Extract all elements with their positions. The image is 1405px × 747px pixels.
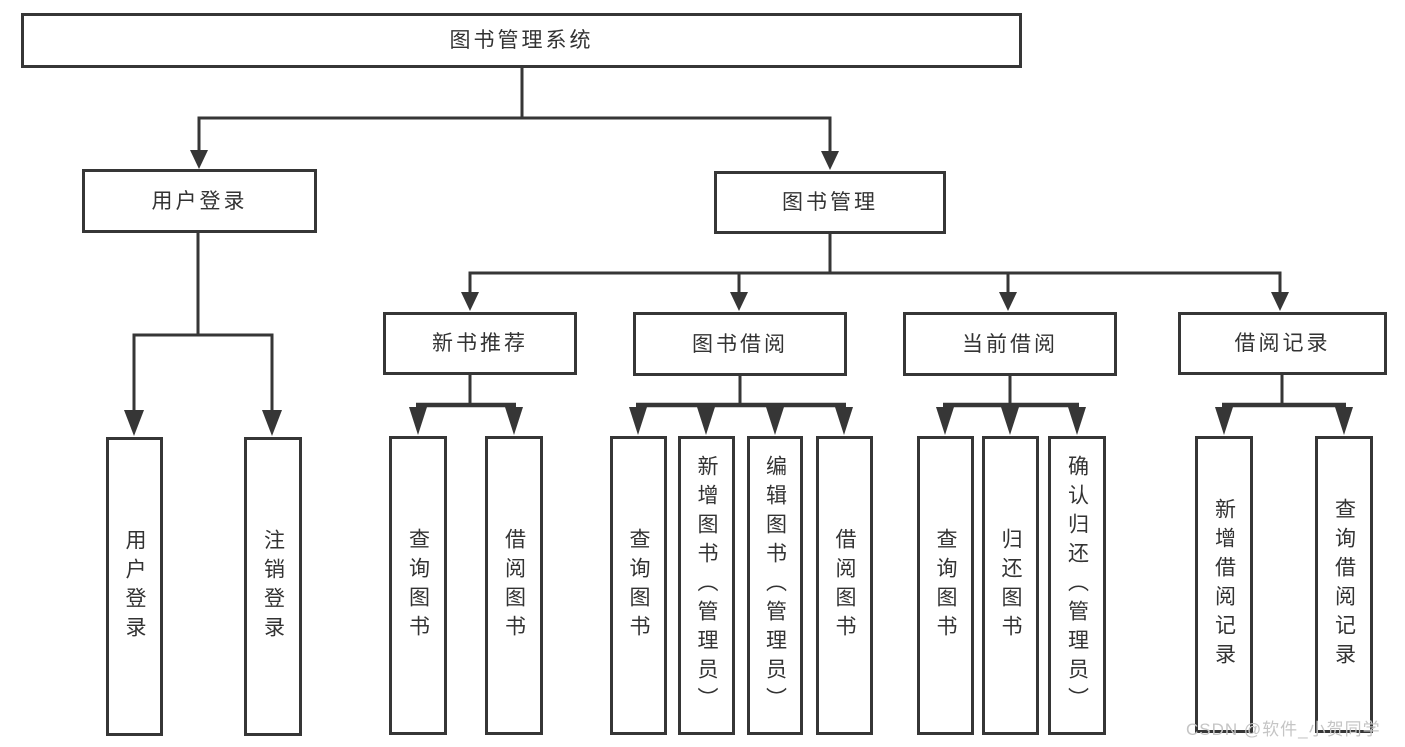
node-book-management-label: 图书管理	[782, 191, 878, 214]
arrowhead	[1335, 407, 1353, 435]
leaf-user-login: 用户登录	[106, 437, 163, 736]
leaf-add-borrow-record: 新增借阅记录	[1195, 436, 1253, 733]
leaf-borrow-books-2: 借阅图书	[816, 436, 873, 735]
leaf-label: 用户登录	[123, 528, 146, 645]
node-user-login: 用户登录	[82, 169, 317, 233]
leaf-label: 借阅图书	[502, 527, 526, 644]
leaf-return-books: 归还图书	[982, 436, 1039, 735]
leaf-label: 新增图书（管理员）	[695, 455, 718, 716]
node-root-label: 图书管理系统	[449, 29, 594, 52]
arrowhead	[1215, 407, 1233, 435]
arrowhead	[697, 407, 715, 435]
node-current-borrowing-label: 当前借阅	[962, 332, 1058, 356]
arrowhead	[505, 407, 523, 435]
arrowhead	[821, 151, 839, 170]
leaf-edit-books-admin: 编辑图书（管理员）	[747, 436, 803, 735]
leaf-query-books-1: 查询图书	[389, 436, 447, 735]
leaf-label: 编辑图书（管理员）	[763, 455, 787, 716]
leaf-borrow-books-1: 借阅图书	[485, 436, 543, 735]
leaf-label: 注销登录	[261, 528, 285, 645]
node-borrowing-records: 借阅记录	[1178, 312, 1387, 375]
node-new-book-recommend: 新书推荐	[383, 312, 577, 375]
node-new-book-recommend-label: 新书推荐	[432, 332, 528, 355]
arrowhead	[936, 407, 954, 435]
node-book-management: 图书管理	[714, 171, 946, 234]
leaf-confirm-return-admin: 确认归还（管理员）	[1048, 436, 1106, 735]
arrowhead	[461, 292, 479, 311]
arrowhead	[124, 410, 144, 436]
leaf-label: 归还图书	[999, 527, 1022, 644]
leaf-logout: 注销登录	[244, 437, 302, 736]
leaf-query-books-3: 查询图书	[917, 436, 974, 735]
arrowhead	[1271, 292, 1289, 311]
arrowhead	[999, 292, 1017, 311]
node-user-login-label: 用户登录	[151, 189, 248, 213]
leaf-add-books-admin: 新增图书（管理员）	[678, 436, 735, 735]
node-borrowing-records-label: 借阅记录	[1234, 332, 1331, 355]
watermark: CSDN @软件_小贺同学	[1186, 720, 1381, 739]
arrowhead	[1068, 407, 1086, 435]
node-book-borrowing-label: 图书借阅	[692, 332, 788, 356]
node-book-borrowing: 图书借阅	[633, 312, 847, 376]
arrowhead	[1001, 407, 1019, 435]
leaf-label: 查询借阅记录	[1332, 497, 1356, 672]
arrowhead	[835, 407, 853, 435]
leaf-query-borrow-record: 查询借阅记录	[1315, 436, 1373, 733]
leaf-label: 新增借阅记录	[1212, 497, 1236, 672]
node-root: 图书管理系统	[21, 13, 1022, 68]
leaf-label: 查询图书	[627, 527, 650, 644]
arrowhead	[262, 410, 282, 436]
leaf-query-books-2: 查询图书	[610, 436, 667, 735]
arrowhead	[730, 292, 748, 311]
leaf-label: 查询图书	[934, 527, 957, 644]
node-current-borrowing: 当前借阅	[903, 312, 1117, 376]
leaf-label: 借阅图书	[833, 527, 856, 644]
arrowhead	[766, 407, 784, 435]
connector-lines	[132, 67, 1284, 412]
arrowhead	[409, 407, 427, 435]
leaf-label: 确认归还（管理员）	[1065, 455, 1089, 716]
arrowheads	[124, 150, 1353, 436]
leaf-label: 查询图书	[406, 527, 430, 644]
arrowhead	[629, 407, 647, 435]
arrowhead	[190, 150, 208, 169]
